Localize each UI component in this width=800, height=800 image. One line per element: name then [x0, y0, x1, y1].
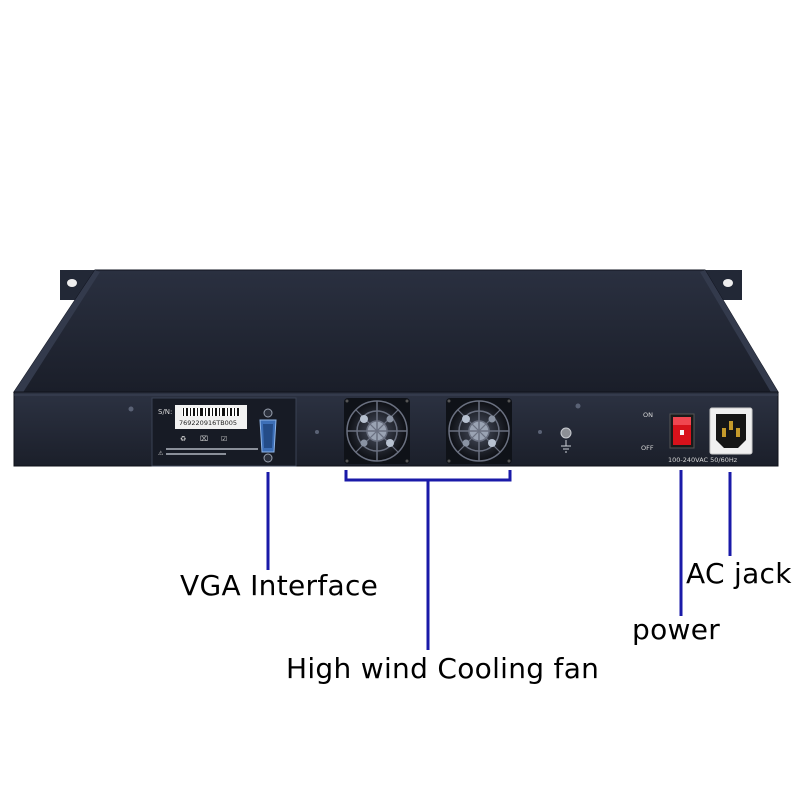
cooling-fan-right — [446, 398, 512, 464]
ground-icon — [560, 427, 572, 453]
screw-icon — [128, 406, 134, 412]
weee-bin-icon: ⌧ — [200, 435, 208, 443]
switch-off-label: OFF — [641, 444, 654, 452]
chassis-top — [13, 269, 779, 393]
power-rating-label: 100-240VAC 50/60Hz — [668, 456, 738, 464]
chassis-side-right — [700, 270, 778, 394]
vga-port — [259, 408, 277, 463]
leader-lines — [266, 470, 732, 650]
barcode-icon — [182, 408, 240, 416]
callout-ac-jack: AC jack — [686, 557, 792, 590]
screw-icon — [263, 453, 273, 463]
ac-power-inlet — [709, 407, 753, 455]
screw-icon — [315, 430, 319, 434]
recycle-icon: ♻ — [180, 435, 186, 443]
screw-icon — [263, 408, 273, 418]
screw-icon — [538, 430, 542, 434]
chassis-side-left — [14, 270, 100, 394]
power-switch[interactable] — [669, 413, 695, 449]
callout-vga-interface: VGA Interface — [180, 569, 379, 602]
check-mark-icon: ☑ — [221, 435, 227, 443]
cooling-fan-left — [344, 398, 410, 464]
screw-icon — [575, 403, 581, 409]
serial-number: 769220916TB005 — [179, 419, 237, 427]
serial-prefix: S/N: — [158, 408, 172, 416]
fan-bracket-line — [344, 470, 512, 482]
caution-text-lines — [166, 453, 226, 455]
caution-text-lines — [166, 448, 258, 450]
callout-cooling-fan: High wind Cooling fan — [286, 652, 600, 685]
compliance-icons: ♻ ⌧ ☑ ⚠ — [158, 435, 227, 457]
warning-icon: ⚠ — [158, 450, 164, 457]
callout-power: power — [632, 613, 721, 646]
switch-on-label: ON — [643, 411, 653, 419]
